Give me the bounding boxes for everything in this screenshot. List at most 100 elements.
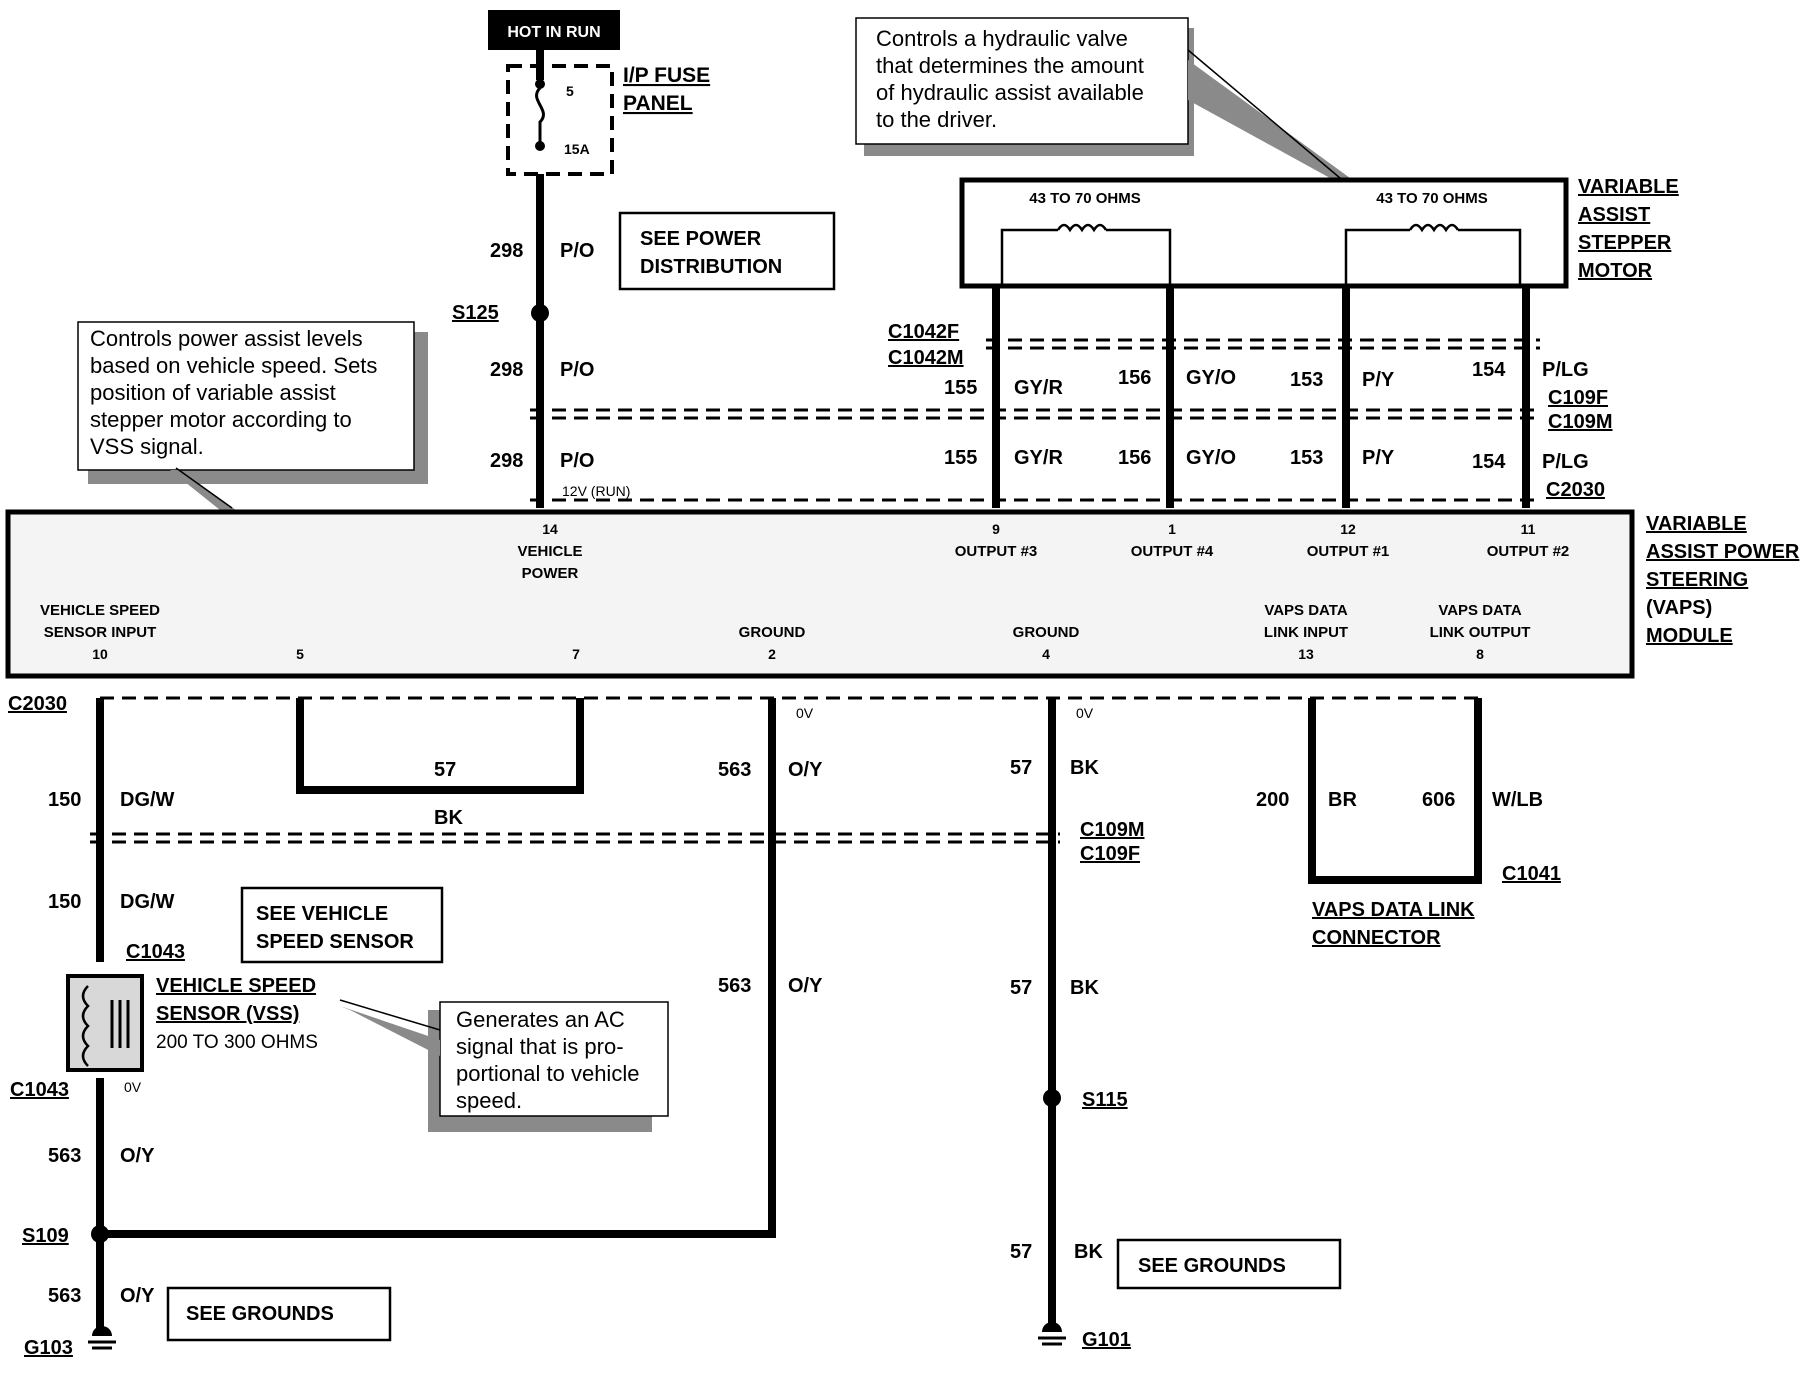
w606-num: 606 <box>1422 789 1455 811</box>
s115-label: S115 <box>1082 1089 1128 1111</box>
zero-v-pin2: 0V <box>796 705 814 721</box>
c109m-label-bottom: C109M <box>1080 819 1144 841</box>
svg-text:POWER: POWER <box>522 565 579 582</box>
c1041-label: C1041 <box>1502 863 1561 885</box>
s109-label: S109 <box>22 1225 69 1247</box>
note-module: Controls power assist levels based on ve… <box>77 321 428 510</box>
zero-v-vss: 0V <box>124 1079 142 1095</box>
svg-text:portional to vehicle: portional to vehicle <box>456 1061 639 1086</box>
w563-color-3: O/Y <box>120 1285 155 1307</box>
stepper-label-3: STEPPER <box>1578 232 1672 254</box>
svg-text:based on vehicle speed. Sets: based on vehicle speed. Sets <box>90 353 377 378</box>
svg-text:4: 4 <box>1042 646 1050 662</box>
w153-color-1: P/Y <box>1362 369 1395 391</box>
svg-text:VEHICLE: VEHICLE <box>517 543 582 560</box>
w298-color-2: P/O <box>560 359 594 381</box>
see-power-distribution-2[interactable]: DISTRIBUTION <box>640 256 782 278</box>
w298-num-1: 298 <box>490 240 523 262</box>
see-vss-2[interactable]: SPEED SENSOR <box>256 931 414 953</box>
w153-color-2: P/Y <box>1362 447 1395 469</box>
see-grounds-left[interactable]: SEE GROUNDS <box>186 1303 334 1325</box>
stepper-label-1: VARIABLE <box>1578 176 1679 198</box>
w563-color-2: O/Y <box>788 975 823 997</box>
w57-color-1: BK <box>1070 757 1099 779</box>
svg-text:signal that is pro-: signal that is pro- <box>456 1034 624 1059</box>
module-label-5: MODULE <box>1646 625 1733 647</box>
see-grounds-right[interactable]: SEE GROUNDS <box>1138 1255 1286 1277</box>
svg-text:to the driver.: to the driver. <box>876 107 997 132</box>
c109f-label-bottom: C109F <box>1080 843 1140 865</box>
module-pin-8: VAPS DATA LINK OUTPUT 8 <box>1430 602 1531 662</box>
see-power-distribution-box[interactable] <box>618 211 836 291</box>
wire-57-jumper <box>296 698 584 794</box>
svg-text:1: 1 <box>1168 521 1176 537</box>
w155-num-2: 155 <box>944 447 977 469</box>
w57-color-3: BK <box>1074 1241 1103 1263</box>
see-power-distribution-1[interactable]: SEE POWER <box>640 228 762 250</box>
w563-num-vss: 563 <box>48 1145 81 1167</box>
w156-num-2: 156 <box>1118 447 1151 469</box>
see-grounds-box-right[interactable] <box>1116 1238 1342 1290</box>
w154-color-1: P/LG <box>1542 359 1589 381</box>
svg-text:8: 8 <box>1476 646 1484 662</box>
c2030-label-bottom: C2030 <box>8 693 67 715</box>
w153-num-2: 153 <box>1290 447 1323 469</box>
svg-text:GROUND: GROUND <box>1013 624 1080 641</box>
svg-text:Controls power assist levels: Controls power assist levels <box>90 326 363 351</box>
stepper-coil-right-icon <box>1344 223 1522 286</box>
fuse-panel: 5 15A <box>506 50 614 176</box>
w57-jumper-color: BK <box>434 807 463 829</box>
w155-color-1: GY/R <box>1014 377 1063 399</box>
see-vss-1[interactable]: SEE VEHICLE <box>256 903 388 925</box>
svg-text:13: 13 <box>1298 646 1314 662</box>
vss-ohms: 200 TO 300 OHMS <box>156 1032 318 1053</box>
svg-text:VAPS DATA: VAPS DATA <box>1264 602 1348 619</box>
w298-color-3: P/O <box>560 450 594 472</box>
svg-text:OUTPUT #2: OUTPUT #2 <box>1487 543 1570 560</box>
vaps-link-label-1: VAPS DATA LINK <box>1312 899 1475 921</box>
fuse-rating: 15A <box>564 141 590 157</box>
see-grounds-box-left[interactable] <box>166 1286 392 1342</box>
module-pin-13: VAPS DATA LINK INPUT 13 <box>1264 602 1348 662</box>
c2030-label-top: C2030 <box>1546 479 1605 501</box>
svg-text:OUTPUT #4: OUTPUT #4 <box>1131 543 1214 560</box>
module-pin-11: 11 OUTPUT #2 <box>1487 521 1570 560</box>
svg-text:14: 14 <box>542 521 558 537</box>
w563-color-vss: O/Y <box>120 1145 155 1167</box>
w156-num-1: 156 <box>1118 367 1151 389</box>
svg-text:Generates an AC: Generates an AC <box>456 1007 625 1032</box>
w200-color: BR <box>1328 789 1357 811</box>
zero-v-pin4: 0V <box>1076 705 1094 721</box>
wire-563 <box>100 698 776 1238</box>
splice-s115 <box>1043 1089 1061 1107</box>
g101-label: G101 <box>1082 1329 1131 1351</box>
module-pin-10: VEHICLE SPEED SENSOR INPUT 10 <box>40 602 160 662</box>
vss-sensor <box>66 974 144 1072</box>
hot-in-run-box <box>488 10 620 50</box>
w153-num-1: 153 <box>1290 369 1323 391</box>
vss-label-2: SENSOR (VSS) <box>156 1003 299 1025</box>
module-pin-4: GROUND 4 <box>1013 624 1080 662</box>
hot-in-run-label: HOT IN RUN <box>507 24 600 41</box>
svg-text:OUTPUT #3: OUTPUT #3 <box>955 543 1038 560</box>
vaps-module-box <box>5 509 1635 679</box>
see-vehicle-speed-sensor-box[interactable] <box>240 886 444 964</box>
svg-text:12: 12 <box>1340 521 1356 537</box>
c109f-label-top: C109F <box>1548 387 1608 409</box>
svg-text:GROUND: GROUND <box>739 624 806 641</box>
module-pin-1: 1 OUTPUT #4 <box>1131 521 1214 560</box>
g103-label: G103 <box>24 1337 73 1359</box>
svg-text:7: 7 <box>572 646 580 662</box>
w298-color-1: P/O <box>560 240 594 262</box>
svg-text:VAPS DATA: VAPS DATA <box>1438 602 1522 619</box>
w156-color-1: GY/O <box>1186 367 1236 389</box>
wire-vaps-link <box>1308 698 1482 884</box>
c109m-label-top: C109M <box>1548 411 1612 433</box>
w154-num-1: 154 <box>1472 359 1506 381</box>
w57-num-1: 57 <box>1010 757 1032 779</box>
note-hydraulic: Controls a hydraulic valve that determin… <box>855 17 1350 179</box>
v12-run-label: 12V (RUN) <box>562 483 630 499</box>
vaps-link-label-2: CONNECTOR <box>1312 927 1441 949</box>
c1042f-label: C1042F <box>888 321 959 343</box>
fuse-number: 5 <box>566 83 574 99</box>
